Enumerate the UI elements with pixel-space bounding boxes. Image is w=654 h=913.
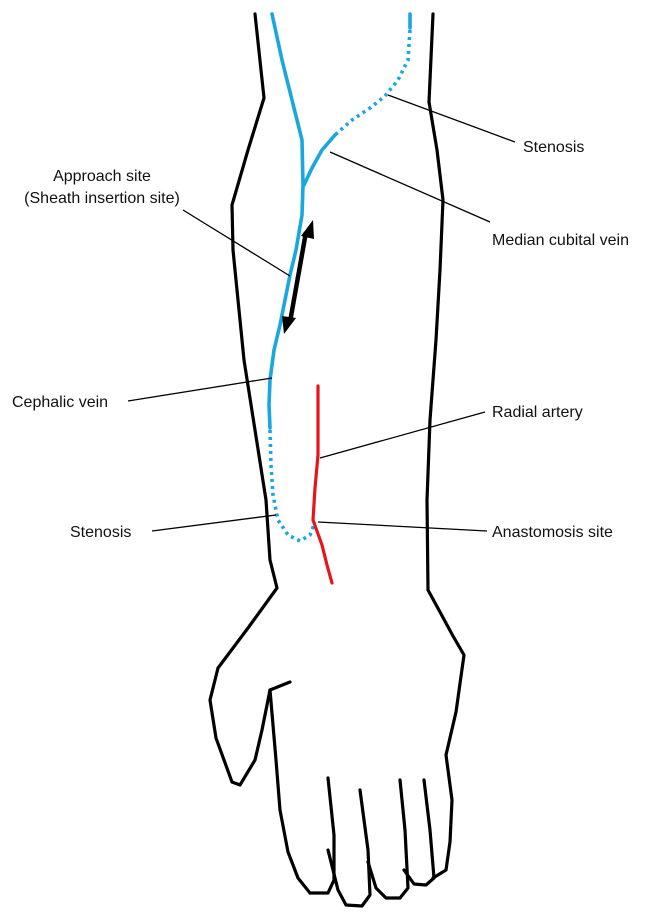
label-radial-artery: Radial artery: [492, 404, 583, 421]
leader-anastomosis: [318, 522, 487, 531]
thumb-contour: [232, 682, 290, 785]
label-stenosis-upper: Stenosis: [523, 139, 584, 156]
leader-radial-artery: [320, 412, 485, 458]
leader-approach-site: [183, 210, 290, 276]
leader-median-cubital: [330, 152, 490, 222]
label-stenosis-lower: Stenosis: [70, 524, 131, 541]
label-approach-site-line1: Approach site: [53, 168, 151, 185]
arm-left-contour: [210, 14, 277, 782]
arm-outline: [210, 14, 464, 906]
label-anastomosis-site: Anastomosis site: [492, 524, 613, 541]
ring-finger-contour: [368, 780, 408, 898]
leader-upper-stenosis: [388, 95, 515, 142]
radial-artery: [313, 386, 332, 583]
label-approach-site-line2: (Sheath insertion site): [24, 190, 180, 207]
arm-right-contour: [427, 14, 464, 878]
leader-lower-stenosis: [152, 515, 276, 531]
label-cephalic-vein: Cephalic vein: [12, 394, 108, 411]
arrowhead-down: [282, 316, 296, 334]
cephalic-vein: [269, 14, 303, 428]
palm-left-contour: [270, 690, 310, 893]
upper-stenosis-dotted-vein: [335, 30, 410, 135]
index-finger-contour: [310, 778, 334, 893]
lower-stenosis-dotted-vein: [270, 430, 315, 541]
median-cubital-vein: [304, 135, 335, 185]
arrowhead-up: [301, 220, 314, 239]
leader-lines: [128, 95, 515, 531]
label-median-cubital-vein: Median cubital vein: [492, 232, 629, 249]
